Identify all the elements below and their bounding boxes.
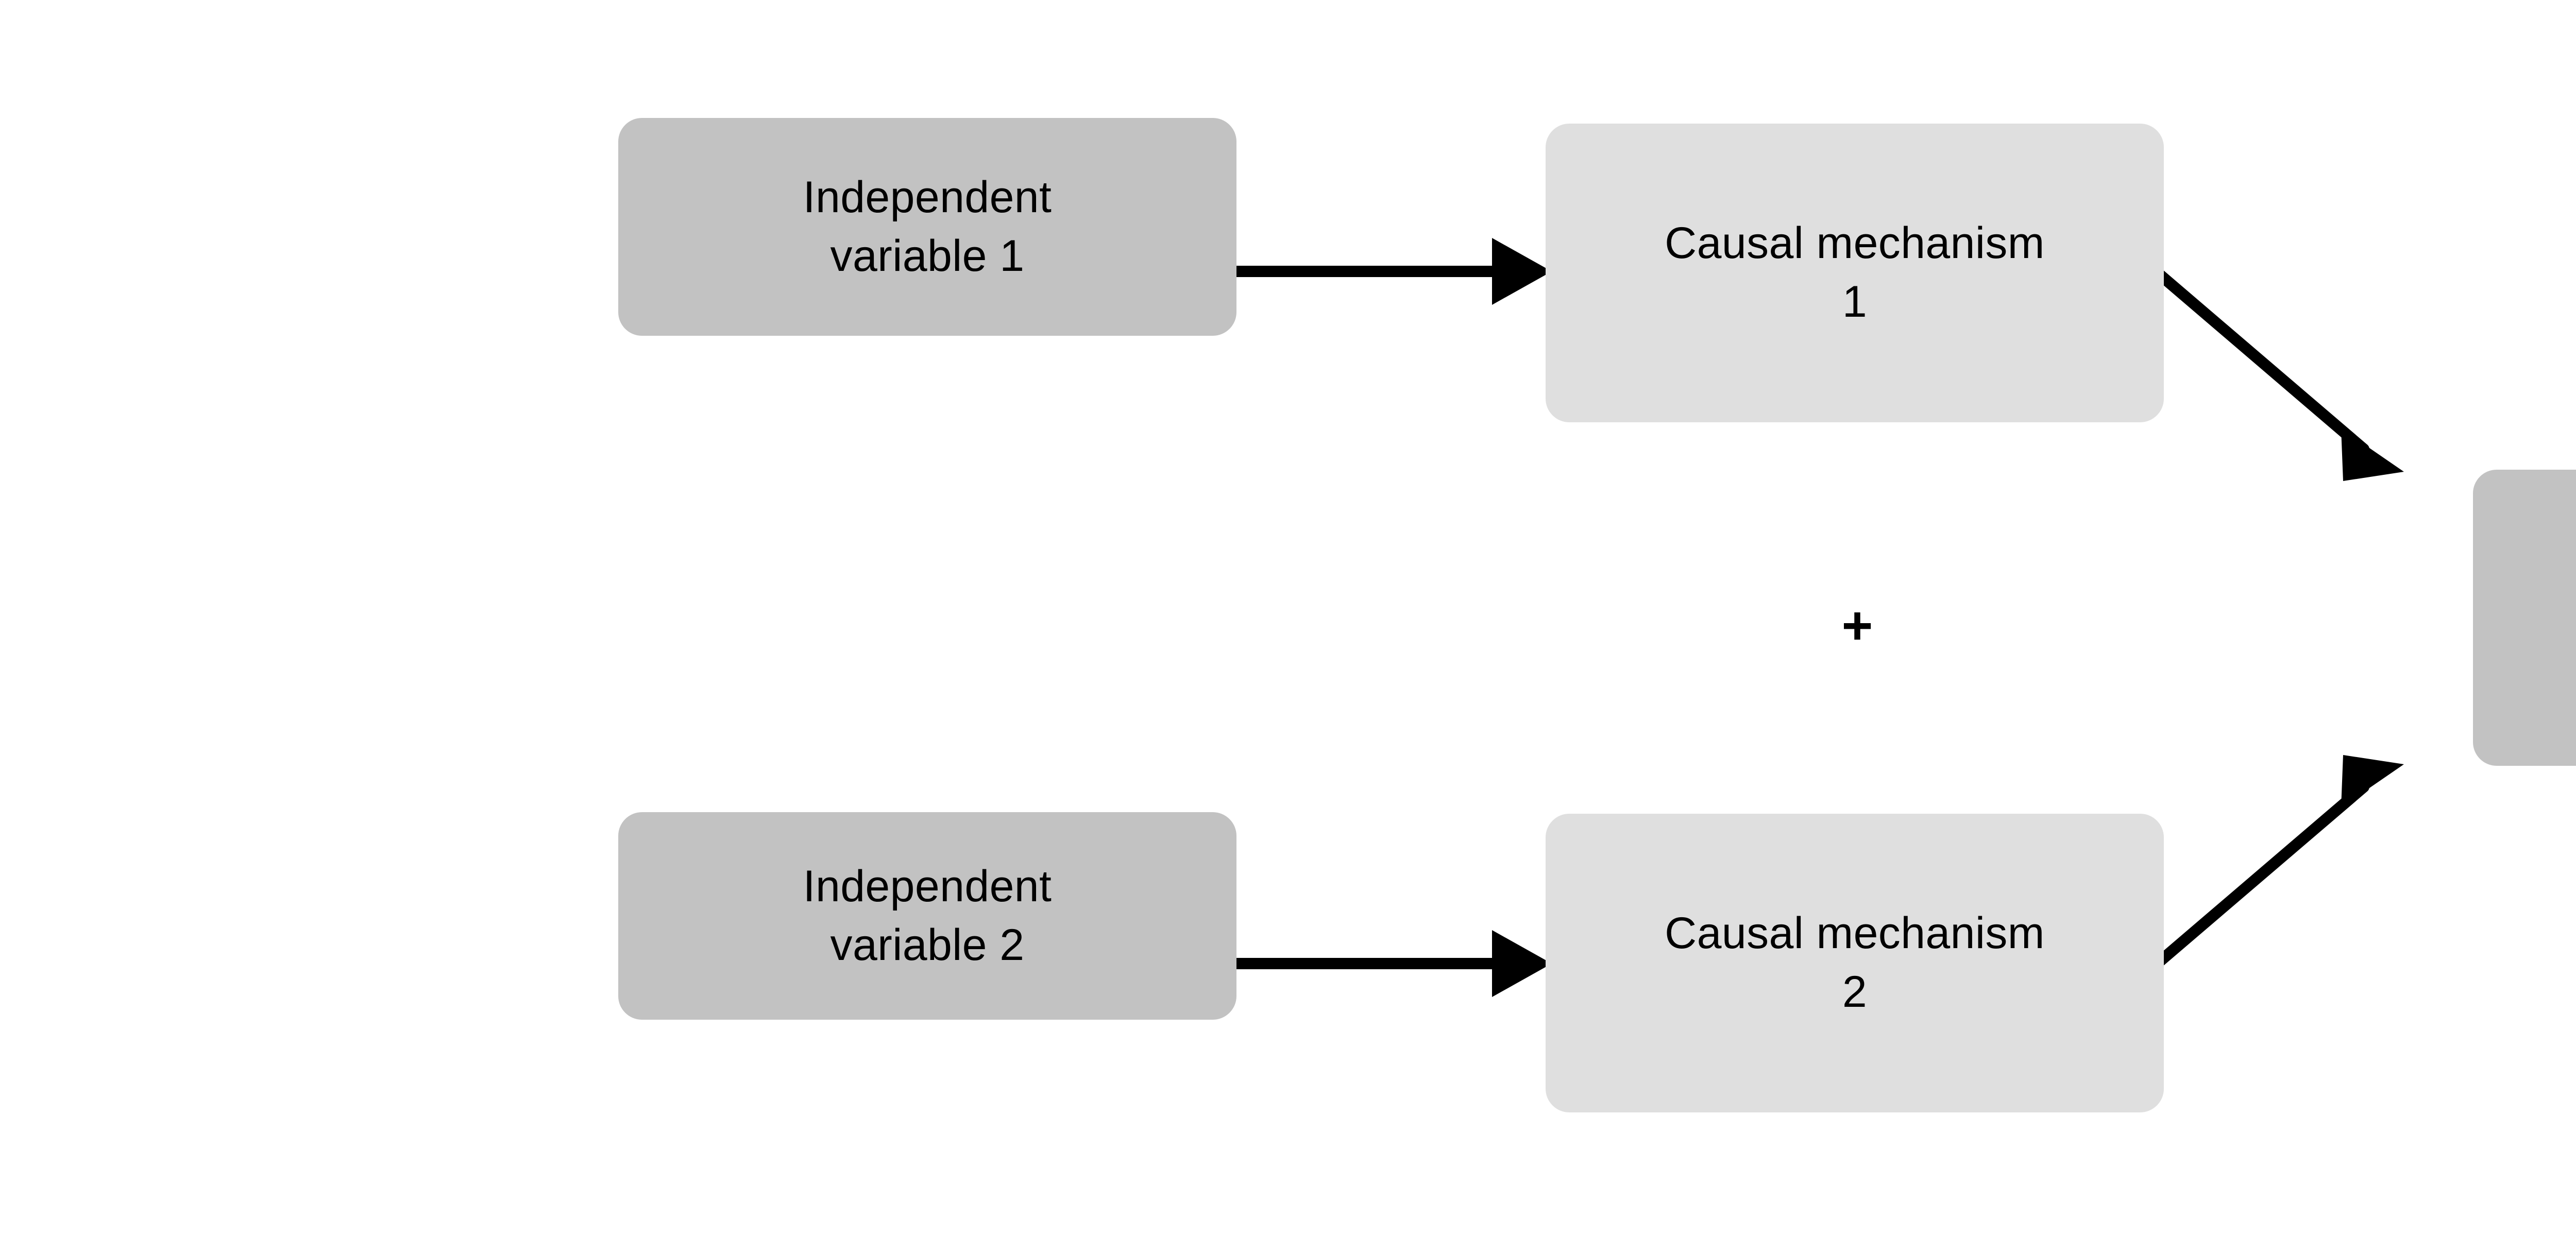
edge-cm2-to-dv (2151, 755, 2404, 970)
node-causal-mechanism-2[interactable]: Causal mechanism 2 (1546, 814, 2164, 1112)
edge-cm1-to-dv (2151, 266, 2404, 481)
edge-iv2-to-cm2 (1229, 930, 1552, 997)
node-causal-mechanism-1[interactable]: Causal mechanism 1 (1546, 124, 2164, 422)
edge-iv1-to-cm1 (1229, 238, 1552, 305)
node-dependent-variable[interactable]: Dependent variable (2473, 470, 2576, 766)
plus-operator-symbol: + (1841, 596, 1873, 656)
node-independent-variable-2[interactable]: Independent variable 2 (618, 812, 1236, 1020)
node-independent-variable-1[interactable]: Independent variable 1 (618, 118, 1236, 336)
